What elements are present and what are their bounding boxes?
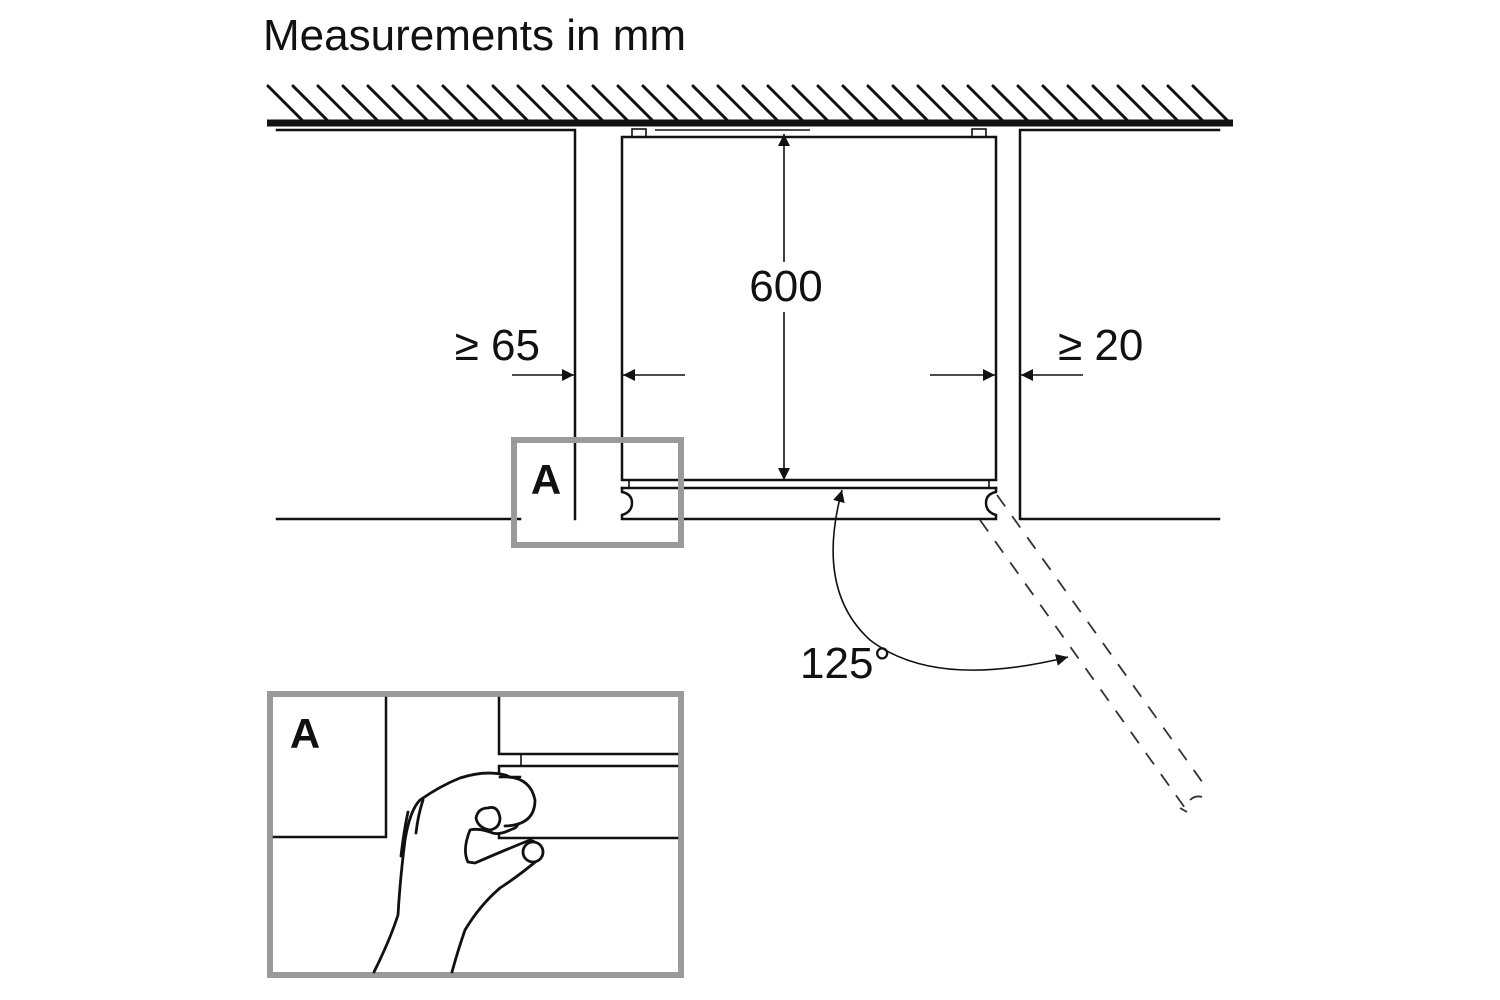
hatch-stroke xyxy=(916,84,954,122)
hatch-stroke xyxy=(791,84,829,122)
inset-appliance xyxy=(497,696,679,756)
hatch-stroke xyxy=(766,84,804,122)
hatch-stroke xyxy=(441,84,479,122)
hatch-stroke xyxy=(1066,84,1104,122)
appliance-body xyxy=(620,128,998,482)
hatch-stroke xyxy=(391,84,429,122)
hatch-stroke xyxy=(466,84,504,122)
hatch-stroke xyxy=(716,84,754,122)
hatch-stroke xyxy=(1091,84,1129,122)
hatch-stroke xyxy=(1041,84,1079,122)
left-clearance-label: ≥ 65 xyxy=(455,321,540,370)
left-cabinet xyxy=(275,128,577,521)
hatch-stroke xyxy=(366,84,404,122)
inset-door-bottom xyxy=(497,824,679,840)
hatch-stroke xyxy=(941,84,979,122)
hatch-stroke xyxy=(1141,84,1179,122)
hatch-stroke xyxy=(291,84,329,122)
depth-dimension: 600 xyxy=(749,134,823,480)
hatch-stroke xyxy=(1116,84,1154,122)
hatch-stroke xyxy=(866,84,904,122)
hatch-stroke xyxy=(316,84,354,122)
right-cabinet xyxy=(1018,128,1221,521)
hatch-stroke xyxy=(666,84,704,122)
hatch-stroke xyxy=(816,84,854,122)
hatch-stroke xyxy=(966,84,1004,122)
hatch-stroke xyxy=(841,84,879,122)
hatch-stroke xyxy=(416,84,454,122)
hatch-stroke xyxy=(1016,84,1054,122)
detail-callout-a: A xyxy=(511,437,684,548)
hatch-stroke xyxy=(1166,84,1204,122)
hatch-stroke xyxy=(891,84,929,122)
inset-door-top xyxy=(497,764,679,779)
hatch-stroke xyxy=(591,84,629,122)
hatch-stroke xyxy=(541,84,579,122)
hatch-stroke xyxy=(341,84,379,122)
right-clearance-dimension: ≥ 20 xyxy=(930,321,1143,381)
right-clearance-label: ≥ 20 xyxy=(1058,321,1143,370)
depth-label: 600 xyxy=(749,262,822,311)
opening-angle-label: 125° xyxy=(800,639,891,688)
detail-marker-label: A xyxy=(531,456,561,503)
inset-cabinet xyxy=(272,696,388,839)
left-clearance-dimension: ≥ 65 xyxy=(455,321,685,381)
hatch-stroke xyxy=(1191,84,1229,122)
open-door-outline xyxy=(979,494,1209,813)
hatch-stroke xyxy=(691,84,729,122)
hatch-stroke xyxy=(491,84,529,122)
opening-angle-dimension: 125° xyxy=(800,489,1069,688)
hatch-stroke xyxy=(741,84,779,122)
hatch-stroke xyxy=(616,84,654,122)
hatch-stroke xyxy=(266,84,304,122)
hand-illustration xyxy=(372,771,545,974)
hatch-stroke xyxy=(516,84,554,122)
detail-inset-a: A xyxy=(267,691,684,978)
detail-inset-label: A xyxy=(290,710,320,757)
hatch-stroke xyxy=(641,84,679,122)
hatch-stroke xyxy=(566,84,604,122)
wall-hatching xyxy=(266,84,1229,122)
hatch-stroke xyxy=(991,84,1029,122)
diagram-title: Measurements in mm xyxy=(263,11,686,60)
